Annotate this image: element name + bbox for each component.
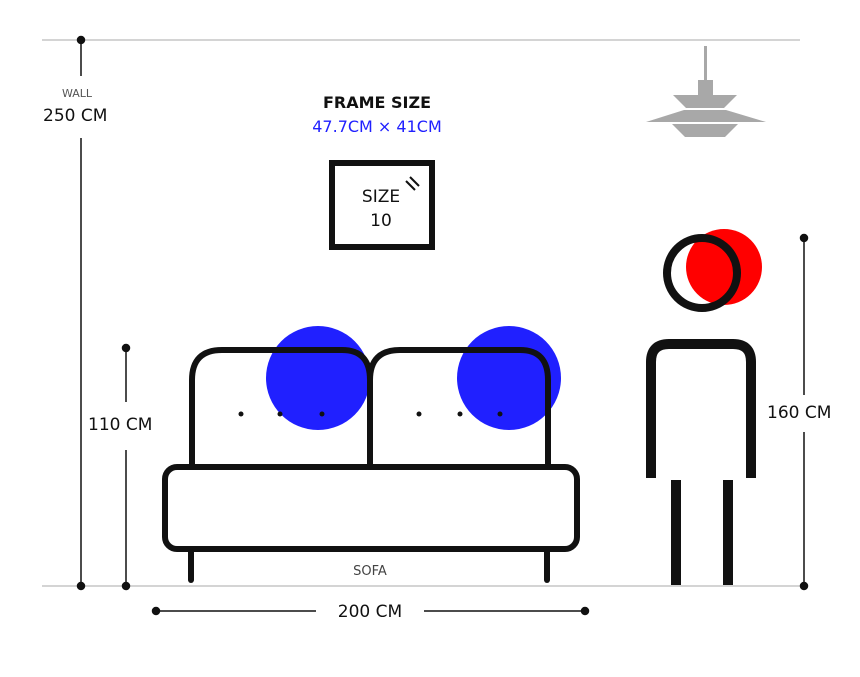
sofa-buttons (238, 411, 503, 417)
sofa-height-label: 110 CM (88, 415, 153, 435)
wall-height-dimension (76, 35, 86, 591)
person-head-accent (686, 229, 762, 305)
frame-size-label: SIZE (361, 187, 401, 207)
sofa-width-label: 200 CM (337, 602, 403, 622)
glass-reflection-icon (405, 176, 420, 191)
frame-size-title: FRAME SIZE (322, 93, 432, 112)
person-height-label: 160 CM (767, 403, 832, 423)
frame-dimensions: 47.7CM × 41CM (312, 117, 442, 136)
picture-frame (329, 160, 435, 250)
sofa-icon (162, 347, 580, 583)
wall-label: WALL (62, 87, 93, 100)
person-height-dimension (799, 233, 809, 591)
sofa-width-dimension (151, 606, 590, 616)
frame-size-value: 10 (370, 211, 392, 231)
sofa-height-dimension (121, 343, 131, 591)
pendant-lamp-icon (646, 46, 766, 137)
person-icon (646, 234, 756, 585)
wall-height-label: 250 CM (43, 106, 108, 126)
sofa-label: SOFA (353, 564, 387, 579)
